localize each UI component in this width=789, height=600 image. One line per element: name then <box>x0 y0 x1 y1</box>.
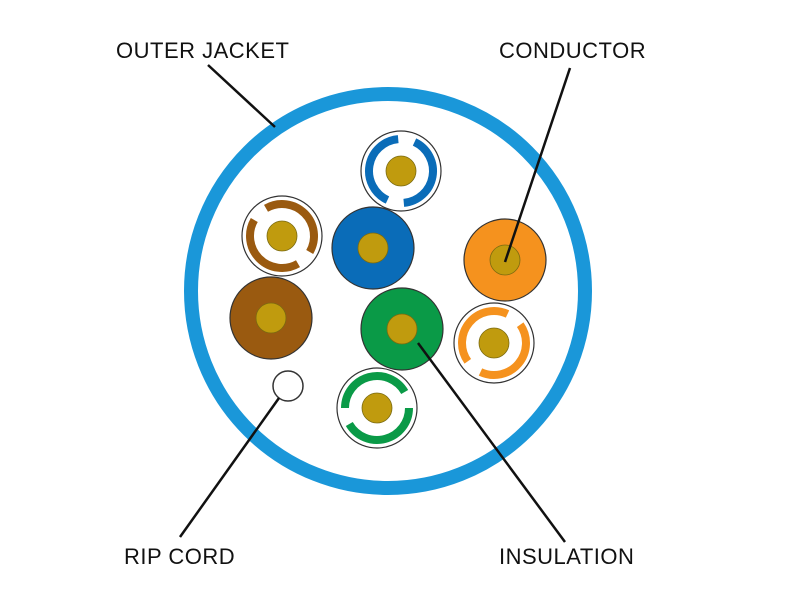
stripe-orange-white-2 <box>458 307 510 364</box>
stripe-green-white-1 <box>345 407 413 444</box>
conductor-green-white <box>361 392 393 424</box>
outer-jacket-label: OUTER JACKET <box>116 38 290 63</box>
wire-orange-white <box>453 302 535 384</box>
stripe-blue-white-1 <box>403 138 437 207</box>
insulation-label: INSULATION <box>499 544 635 569</box>
stripe-green-white-2 <box>341 372 409 409</box>
leader-line-rip-cord <box>178 397 281 538</box>
conductor-orange-white <box>478 327 510 359</box>
stripe-orange-white-1 <box>478 322 530 379</box>
conductor-label: CONDUCTOR <box>499 38 647 63</box>
stripe-brown-white-2 <box>246 218 300 272</box>
wire-brown-white <box>241 195 323 277</box>
rip-cord-label: RIP CORD <box>124 544 236 569</box>
leader-line-outer-jacket <box>207 64 276 128</box>
conductor-brown <box>255 302 287 334</box>
conductor-blue-white <box>385 155 417 187</box>
wire-green-white <box>336 367 418 449</box>
conductor-blue <box>357 232 389 264</box>
wire-brown <box>229 276 313 360</box>
rip-cord <box>272 370 304 402</box>
wire-blue-white <box>360 130 442 212</box>
stripe-blue-white-2 <box>365 135 399 204</box>
stripe-brown-white-1 <box>264 200 318 254</box>
wire-green <box>360 287 444 371</box>
wire-blue <box>331 206 415 290</box>
leader-line-conductor <box>503 67 572 263</box>
leader-line-insulation <box>416 342 567 543</box>
conductor-brown-white <box>266 220 298 252</box>
conductor-green <box>386 313 418 345</box>
